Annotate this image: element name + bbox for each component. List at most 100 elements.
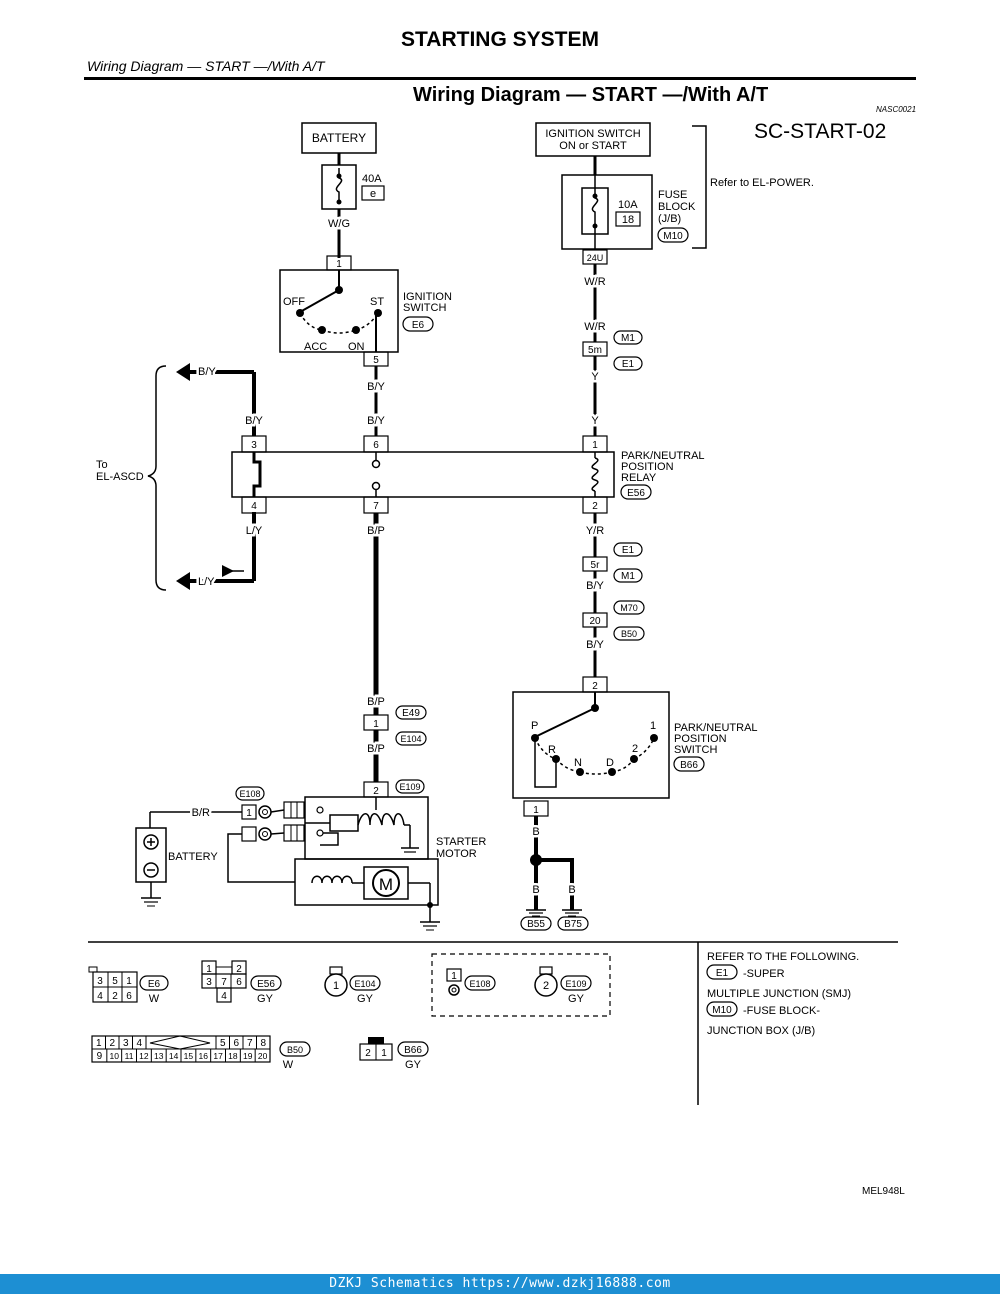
fuse-40a-id: e [370,188,376,200]
svg-text:5m: 5m [588,345,602,356]
b50-pin-bottom-6: 15 [184,1051,194,1061]
wire-b-1: B [532,826,539,838]
fuse-block-connector: M10 [663,231,683,242]
ign-connector: E6 [412,320,425,331]
wire-b-y-2: B/Y [367,415,385,427]
b50-pin-top-6: 7 [247,1038,253,1049]
svg-text:E1: E1 [716,968,729,979]
svg-text:SWITCH: SWITCH [674,744,717,756]
connector-5r: 5r E1 M1 [582,542,643,583]
svg-text:6: 6 [126,991,132,1002]
svg-text:1: 1 [333,980,339,992]
wire-b-p-3: B/P [367,743,385,755]
figure-code: MEL948L [862,1186,905,1197]
svg-text:MOTOR: MOTOR [436,848,477,860]
svg-text:5r: 5r [591,560,601,571]
b50-pin-top-5: 6 [233,1038,239,1049]
svg-text:To: To [96,459,108,471]
wire-w-r-2: W/R [584,321,605,333]
b50-pin-bottom-1: 10 [110,1051,120,1061]
svg-text:W: W [149,993,160,1005]
svg-text:W: W [283,1059,294,1071]
fuse-40a-rating: 40A [362,173,382,185]
legend-b66: 2 1 B66 GY [359,1037,429,1071]
svg-text:20: 20 [589,616,601,627]
section-title: STARTING SYSTEM [401,28,599,51]
fuse-block-terminal: 24U [587,253,604,263]
ignition-feed-box: IGNITION SWITCH ON or START [535,122,651,157]
wire-b-3: B [568,884,575,896]
starter-motor: 2 E109 M STARTER MO [283,779,486,931]
wire-y-2: Y [591,415,599,427]
pnp-relay: 3 6 1 4 7 2 PARK/NEUTRAL POSITION RELAY … [231,435,705,514]
svg-text:E1: E1 [622,359,635,370]
b50-pin-top-0: 1 [96,1038,102,1049]
svg-text:MULTIPLE JUNCTION (SMJ): MULTIPLE JUNCTION (SMJ) [707,988,851,1000]
pnp-switch: 2 P R N D 2 1 PARK/NEUTRAL POSITION SWIT… [512,676,758,817]
legend-e6: 3 5 1 4 2 6 E6 W [88,966,169,1005]
ign-pos-off: OFF [283,296,305,308]
svg-text:1: 1 [373,719,379,730]
diagram-code: NASC0021 [876,105,917,114]
svg-text:E56: E56 [257,979,275,990]
connector-20: 20 M70 B50 [582,600,645,641]
battery-bottom: BATTERY [135,827,218,907]
svg-text:1: 1 [381,1048,387,1059]
svg-text:E56: E56 [627,488,645,499]
svg-text:M1: M1 [621,333,635,344]
footer-watermark: DZKJ Schematics https://www.dzkj16888.co… [0,1274,1000,1294]
svg-text:2: 2 [112,991,118,1002]
svg-text:E104: E104 [400,734,421,744]
ign-feed-line2: ON or START [559,140,627,152]
wire-b-y-3: B/Y [198,366,216,378]
ignition-switch: 1 OFF ACC ON ST IGNITION SWITCH E6 5 [279,255,452,367]
svg-text:-FUSE BLOCK-: -FUSE BLOCK- [743,1005,820,1017]
diagram-title: Wiring Diagram — START —/With A/T [413,84,769,106]
header-rule [84,77,916,80]
svg-text:7: 7 [221,977,227,988]
svg-text:1: 1 [451,971,457,982]
b50-pin-bottom-11: 20 [258,1051,268,1061]
wire-b-p-2: B/P [367,696,385,708]
svg-text:POSITION: POSITION [621,461,674,473]
svg-text:3: 3 [251,440,257,451]
b50-pin-bottom-3: 12 [139,1051,149,1061]
svg-text:6: 6 [236,977,242,988]
svg-text:E108: E108 [469,979,490,989]
legend-e56: 1 2 3 7 6 4 E56 GY [201,960,282,1005]
fuse-block-line1: FUSE [658,189,687,201]
legend-e104: 1 E104 GY [324,966,381,1005]
wire-l-y-1: L/Y [198,576,215,588]
svg-text:BATTERY: BATTERY [168,851,218,863]
connector-e108: E108 1 [235,786,272,842]
svg-text:R: R [548,744,556,756]
svg-text:REFER TO THE FOLLOWING.: REFER TO THE FOLLOWING. [707,951,859,963]
b50-pin-bottom-7: 16 [199,1051,209,1061]
svg-text:PARK/NEUTRAL: PARK/NEUTRAL [674,722,758,734]
grounds: B55 B75 [520,909,589,931]
b50-pin-top-3: 4 [136,1038,142,1049]
battery-top-label: BATTERY [312,131,366,145]
ign-pin-in: 1 [336,259,342,270]
wire-b-r: B/R [192,807,210,819]
wire-b-2: B [532,884,539,896]
ign-feed-line1: IGNITION SWITCH [545,128,640,140]
fuse-10a-rating: 10A [618,199,638,211]
svg-text:EL-ASCD: EL-ASCD [96,471,144,483]
svg-text:GY: GY [405,1059,422,1071]
svg-text:E109: E109 [399,782,420,792]
svg-text:2: 2 [592,501,598,512]
svg-text:4: 4 [221,991,227,1002]
b50-pin-top-4: 5 [220,1038,226,1049]
svg-text:GY: GY [257,993,274,1005]
ign-pos-on: ON [348,341,365,353]
refer-note: Refer to EL-POWER. [710,177,814,189]
section-subtitle: Wiring Diagram — START —/With A/T [87,58,325,74]
svg-text:GY: GY [357,993,374,1005]
sheet-id: SC-START-02 [754,120,887,143]
svg-text:E49: E49 [402,708,420,719]
ign-pos-st: ST [370,296,384,308]
b50-pin-bottom-2: 11 [125,1051,134,1061]
svg-text:GY: GY [568,993,585,1005]
svg-text:6: 6 [373,440,379,451]
